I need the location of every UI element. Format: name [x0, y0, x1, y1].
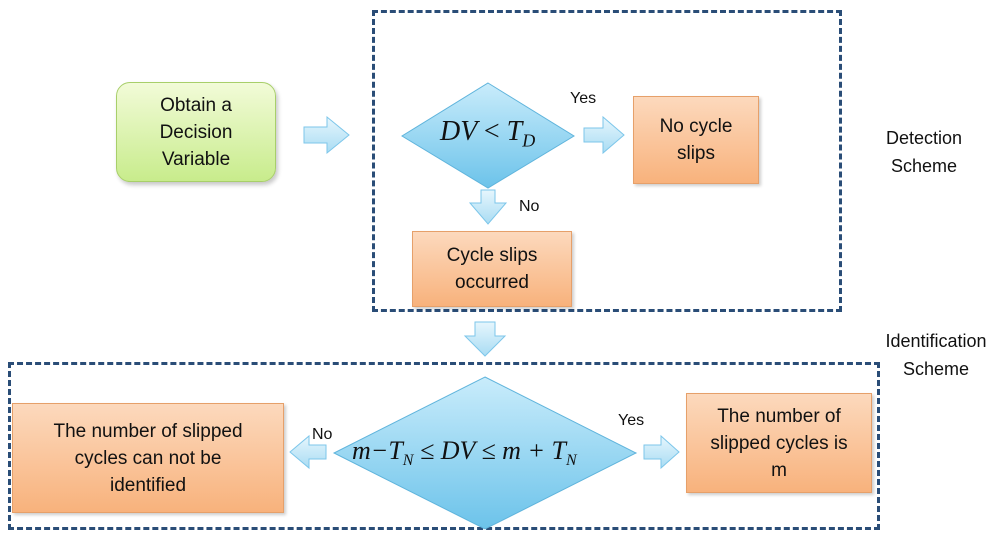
no-cycle-slips-line-1: No cycle: [659, 116, 733, 137]
identification-condition-part2: ≤ DV ≤ m + T: [413, 436, 566, 465]
not-identified-line-3: identified: [109, 474, 187, 496]
slipped-cycles-m-line-3: m: [771, 459, 787, 481]
detection-condition-lhs: DV: [440, 116, 477, 147]
detection-condition-rhs: T: [506, 116, 523, 147]
slipped-cycles-is-m-box: The number of slipped cycles is m: [686, 393, 872, 493]
identification-no-label: No: [312, 426, 333, 443]
detection-scheme-label-line-2: Scheme: [890, 156, 958, 176]
cycle-slips-occurred-line-1: Cycle slips: [446, 245, 538, 266]
identification-scheme-label-line-2: Scheme: [902, 359, 970, 379]
detection-decision-diamond: [401, 82, 575, 189]
detection-condition-op: <: [483, 116, 500, 147]
arrow-no-to-not-identified: [289, 434, 327, 470]
identification-scheme-label: Identification Scheme: [872, 327, 1000, 383]
arrow-no-to-cycle-slips-occurred: [468, 189, 508, 225]
not-identified-line-2: cycles can not be: [74, 447, 222, 469]
start-line-1: Obtain a: [160, 94, 232, 116]
arrow-yes-to-slipped-cycles-m: [643, 434, 680, 470]
identification-scheme-label-line-1: Identification: [885, 331, 987, 351]
slipped-cycles-m-line-1: The number of: [717, 405, 841, 427]
cycle-slips-occurred-line-2: occurred: [455, 272, 529, 293]
slipped-cycles-not-identified-box: The number of slipped cycles can not be …: [12, 403, 284, 513]
slipped-cycles-m-line-2: slipped cycles is: [710, 432, 848, 454]
not-identified-line-1: The number of slipped: [53, 420, 243, 442]
arrow-yes-to-no-cycle-slips: [583, 115, 625, 155]
no-cycle-slips-line-2: slips: [676, 143, 715, 164]
identification-condition-sub2: N: [565, 452, 577, 470]
identification-condition: m−TN ≤ DV ≤ m + TN: [352, 436, 577, 470]
detection-condition: DV < TD: [440, 116, 535, 152]
identification-condition-part1: m−T: [352, 436, 403, 465]
identification-decision-diamond: [332, 376, 638, 530]
start-line-3: Variable: [161, 148, 231, 170]
start-line-2: Decision: [159, 121, 233, 143]
identification-scheme-border: [8, 362, 880, 530]
no-cycle-slips-box: No cycle slips: [633, 96, 759, 184]
arrow-start-to-detection: [303, 115, 350, 155]
identification-condition-sub1: N: [402, 452, 414, 470]
start-box-obtain-decision-variable: Obtain a Decision Variable: [116, 82, 276, 182]
detection-scheme-border: [372, 10, 842, 312]
detection-no-label: No: [519, 198, 540, 215]
detection-scheme-label: Detection Scheme: [868, 124, 980, 180]
detection-yes-label: Yes: [570, 90, 597, 107]
identification-yes-label: Yes: [618, 412, 645, 429]
detection-scheme-label-line-1: Detection: [885, 128, 963, 148]
arrow-detection-to-identification: [463, 321, 507, 357]
cycle-slips-occurred-box: Cycle slips occurred: [412, 231, 572, 307]
detection-condition-sub: D: [522, 130, 536, 151]
